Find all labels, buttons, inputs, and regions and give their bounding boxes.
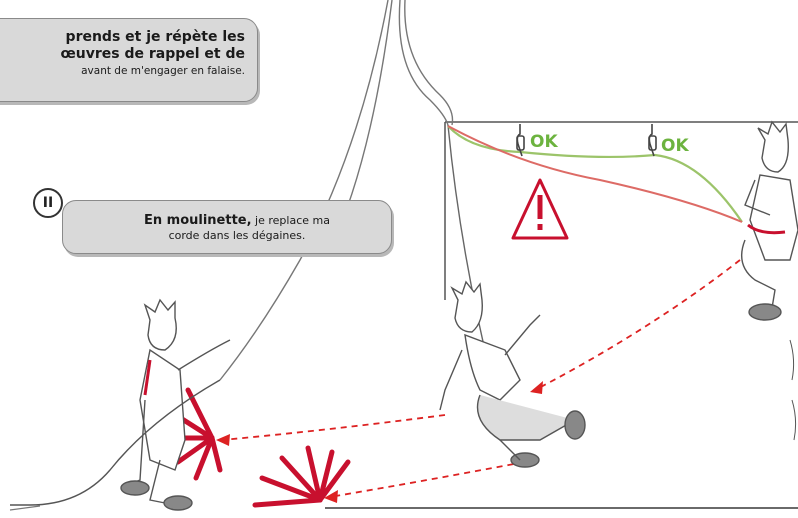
bubble-top-line3: avant de m'engager en falaise.	[81, 65, 245, 77]
top-ropes	[219, 0, 493, 381]
quickdraw-icon	[648, 124, 657, 157]
bubble-top-line1: prends et je répète les	[65, 29, 245, 45]
arrowhead-icon	[216, 381, 543, 503]
climber-right	[741, 120, 798, 321]
climber-middle	[439, 280, 586, 468]
ground-line	[9, 505, 41, 511]
instruction-bubble-top: prends et je répète les œuvres de rappel…	[0, 18, 258, 102]
climber-left	[10, 298, 231, 511]
cliff-outline	[325, 121, 798, 509]
bubble-mid-text-b: corde dans les dégaines.	[168, 229, 306, 242]
impact-burst-icon	[252, 445, 351, 508]
instruction-bubble-step: En moulinette, je replace ma corde dans …	[62, 200, 392, 254]
bubble-top-line2: œuvres de rappel et de	[60, 46, 245, 62]
rope-unclipped-danger	[447, 125, 743, 223]
quickdraw-icon	[516, 124, 525, 157]
rope-through-quickdraws	[447, 125, 743, 223]
fall-trajectory	[221, 259, 741, 498]
ok-label: OK	[661, 136, 689, 156]
warning-icon	[511, 178, 569, 240]
ok-label: OK	[530, 132, 558, 152]
bubble-mid-bold: En moulinette,	[144, 213, 252, 228]
bubble-mid-text-a: je replace ma	[251, 214, 330, 227]
step-number-badge: II	[33, 188, 63, 218]
